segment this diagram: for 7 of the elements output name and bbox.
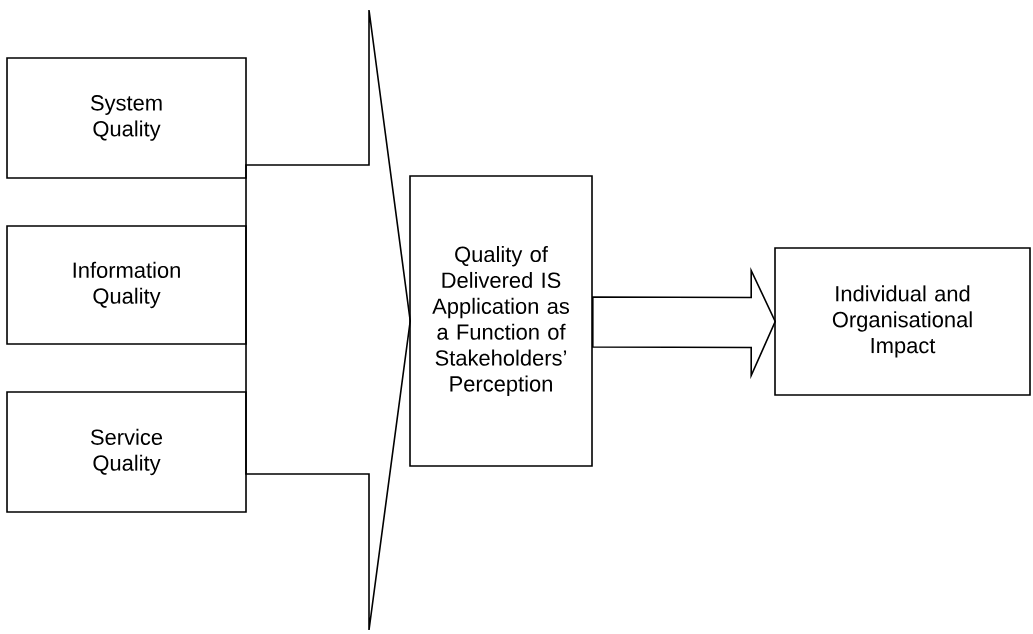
block-arrow xyxy=(592,266,777,380)
converging-arrow xyxy=(245,9,411,631)
process-box: System Quality xyxy=(6,57,247,179)
process-box: Individual and Organisational Impact xyxy=(774,247,1031,396)
process-box: Service Quality xyxy=(6,391,247,513)
process-box: Quality of Delivered IS Application as a Function of Stakeholders’ Perception xyxy=(409,175,593,467)
process-box: Information Quality xyxy=(6,225,247,345)
